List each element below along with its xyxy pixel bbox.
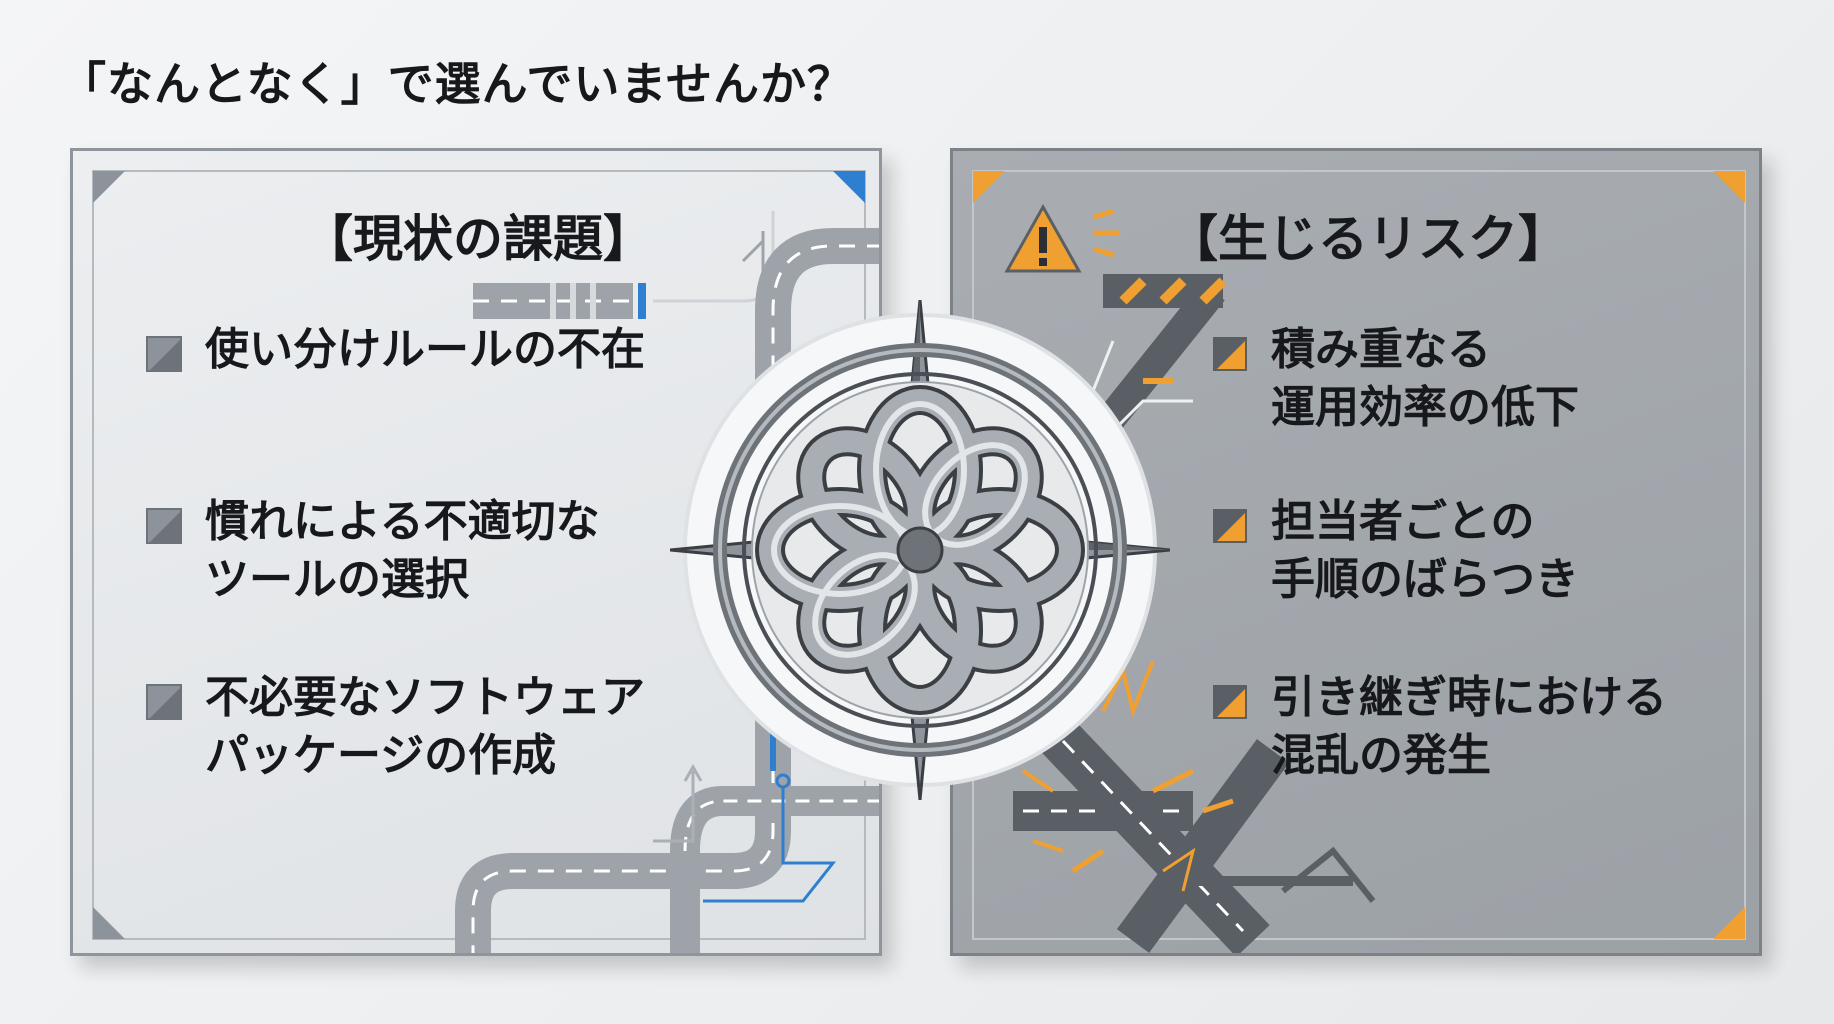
risk-line-2: 手順のばらつき (1271, 554, 1579, 605)
issue-line-1: 使い分けルールの不在 (205, 324, 645, 375)
risk-line-1: 担当者ごとの (1271, 496, 1535, 547)
issue-line-1: 慣れによる不適切な (205, 496, 600, 547)
gray-square-bullet-icon (146, 336, 182, 372)
risk-line-2: 混乱の発生 (1271, 730, 1491, 781)
orange-square-bullet-icon (1213, 509, 1247, 543)
risk-line-2: 運用効率の低下 (1271, 382, 1579, 433)
gray-square-bullet-icon (146, 684, 182, 720)
orange-square-bullet-icon (1213, 337, 1247, 371)
gray-square-bullet-icon (146, 508, 182, 544)
risk-item: 担当者ごとの 手順のばらつき (1211, 493, 1579, 609)
risks-title: 【生じるリスク】 (1168, 210, 1568, 268)
issue-item: 不必要なソフトウェア パッケージの作成 (145, 669, 645, 785)
risk-item: 積み重なる 運用効率の低下 (1211, 321, 1579, 437)
risk-line-1: 引き継ぎ時における (1271, 672, 1667, 723)
risks-panel: 【生じるリスク】 積み重なる 運用効率の低下 担当者ごとの 手順のばらつき 引き… (950, 148, 1762, 956)
warning-triangle-icon (1004, 203, 1082, 273)
road-decoration (92, 170, 879, 953)
issue-line-2: ツールの選択 (205, 554, 469, 605)
risk-item: 引き継ぎ時における 混乱の発生 (1211, 669, 1667, 785)
issue-line-1: 不必要なソフトウェア (205, 672, 645, 723)
issue-item: 使い分けルールの不在 (145, 321, 645, 379)
issue-item: 慣れによる不適切な ツールの選択 (145, 493, 600, 609)
broken-road-decoration (972, 170, 1746, 953)
issue-line-2: パッケージの作成 (205, 730, 557, 781)
alert-lines-icon (1093, 209, 1120, 258)
page-headline: 「なんとなく」で選んでいませんか？ (60, 57, 854, 111)
tangled-knot-compass-emblem (670, 300, 1170, 800)
risk-line-1: 積み重なる (1271, 324, 1491, 375)
orange-square-bullet-icon (1213, 685, 1247, 719)
current-issues-title: 【現状の課題】 (303, 210, 653, 268)
